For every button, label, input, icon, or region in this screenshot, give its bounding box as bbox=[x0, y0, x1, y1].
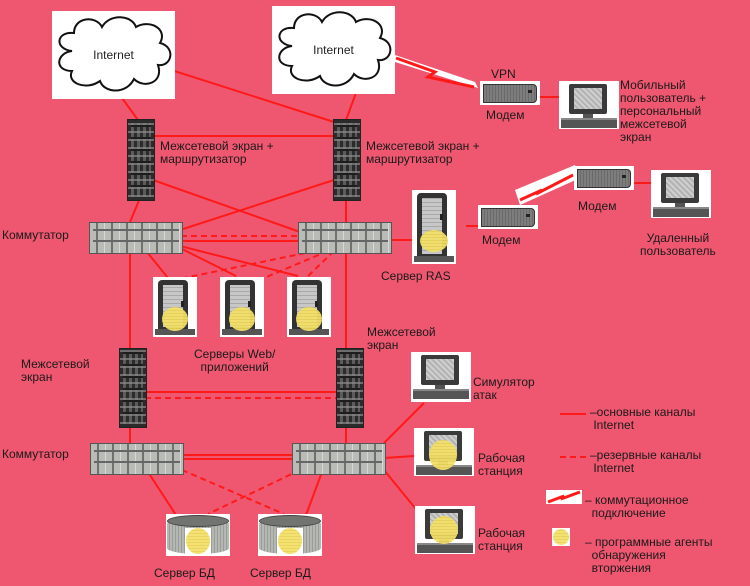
firewall-right-icon bbox=[336, 348, 364, 428]
dash-swr-db1 bbox=[207, 469, 301, 515]
link-sw-web2 bbox=[179, 247, 237, 277]
switched-connection-remote bbox=[515, 165, 580, 205]
link-sw-workstation2 bbox=[383, 469, 416, 509]
vpn-label: VPN bbox=[491, 67, 516, 81]
legend-intrusion-agents-label: – программные агенты обнаружения вторжен… bbox=[585, 535, 713, 575]
db-server-1-icon bbox=[166, 514, 230, 556]
intrusion-agent-icon bbox=[186, 528, 210, 554]
internet-label-2: Internet bbox=[313, 43, 354, 57]
firewall-router-left-label: Межсетевой экран + маршрутизатор bbox=[160, 139, 274, 166]
intrusion-agent-icon bbox=[430, 516, 458, 544]
intrusion-agent-icon bbox=[296, 307, 322, 331]
switched-connection-vpn bbox=[395, 55, 478, 89]
cloud-icon bbox=[58, 16, 172, 92]
ras-server-label: Сервер RAS bbox=[381, 269, 451, 283]
cloud-icon bbox=[278, 11, 392, 87]
ras-modem-label: Модем bbox=[482, 233, 521, 247]
remote-modem-icon bbox=[574, 166, 634, 190]
legend-dashed-line-icon bbox=[560, 456, 586, 458]
db-server-2-icon bbox=[258, 514, 322, 556]
workstation-2-label: Рабочая станция bbox=[478, 526, 525, 553]
dash-swr-web1 bbox=[183, 250, 316, 279]
firewall-router-right-label: Межсетевой экран + маршрутизатор bbox=[366, 139, 480, 166]
switch-top-right-icon bbox=[298, 222, 392, 254]
legend-solid-line-icon bbox=[560, 413, 586, 415]
attack-simulator-computer-icon bbox=[411, 352, 471, 402]
internet-cloud-1: Internet bbox=[52, 11, 175, 99]
vpn-modem-label: Модем bbox=[486, 108, 525, 122]
workstation-1-label: Рабочая станция bbox=[478, 451, 525, 478]
legend-backup-channels-label: –резервные каналы Internet bbox=[590, 448, 702, 475]
switch-bottom-label: Коммутатор bbox=[2, 447, 69, 461]
legend-switched-connection-label: – коммутационное подключение bbox=[585, 493, 689, 520]
switch-bottom-left-icon bbox=[90, 443, 184, 475]
firewall-left-label: Межсетевой экран bbox=[21, 357, 90, 384]
switch-top-left-icon bbox=[89, 222, 183, 254]
attack-simulator-label: Симулятор атак bbox=[473, 375, 535, 402]
db-server-2-label: Сервер БД bbox=[250, 566, 311, 580]
legend-intrusion-agent-icon bbox=[552, 528, 570, 546]
dash-swl-db2 bbox=[181, 469, 285, 515]
internet-cloud-2: Internet bbox=[272, 6, 395, 94]
workstation-1-computer-icon bbox=[414, 428, 474, 476]
firewall-router-left-icon bbox=[127, 119, 155, 201]
web-server-1-icon bbox=[153, 277, 197, 337]
vpn-modem-icon bbox=[480, 81, 540, 105]
link-internet1-fwr-left bbox=[121, 97, 139, 121]
web-servers-label: Серверы Web/ приложений bbox=[194, 347, 276, 374]
intrusion-agent-icon bbox=[278, 528, 302, 554]
link-sw-db2 bbox=[305, 471, 323, 516]
db-server-1-label: Сервер БД bbox=[154, 566, 215, 580]
switch-bottom-right-icon bbox=[292, 443, 386, 475]
firewall-router-right-icon bbox=[333, 119, 361, 201]
link-fwr-right-switch-left bbox=[179, 179, 335, 231]
dash-swr-web3 bbox=[305, 250, 335, 279]
mobile-user-computer-icon bbox=[559, 81, 619, 129]
internet-label-1: Internet bbox=[93, 48, 134, 62]
intrusion-agent-icon bbox=[420, 230, 448, 252]
remote-user-computer-icon bbox=[651, 170, 711, 218]
intrusion-agent-icon bbox=[162, 307, 188, 331]
link-sw-workstation1 bbox=[383, 455, 415, 459]
web-server-3-icon bbox=[287, 277, 331, 337]
ras-server-icon bbox=[412, 190, 456, 264]
firewall-right-label: Межсетевой экран bbox=[367, 325, 436, 352]
remote-user-label: Удаленный пользователь bbox=[640, 231, 716, 258]
web-server-2-icon bbox=[220, 277, 264, 337]
link-sw-web1 bbox=[146, 251, 169, 279]
legend-main-channels-label: –основные каналы Internet bbox=[590, 405, 696, 432]
link-sw-db1 bbox=[147, 471, 177, 516]
remote-modem-label: Модем bbox=[578, 199, 617, 213]
link-fwr-left-switch-right bbox=[152, 179, 301, 233]
legend-switched-connection-icon bbox=[546, 490, 582, 504]
link-fwr-left-switch-left bbox=[129, 197, 141, 223]
ras-modem-icon bbox=[478, 205, 538, 229]
switch-top-label: Коммутатор bbox=[2, 228, 69, 242]
firewall-left-icon bbox=[119, 348, 147, 428]
mobile-user-label: Мобильный пользователь + персональный ме… bbox=[620, 78, 707, 144]
link-sw-attack-sim bbox=[383, 402, 425, 444]
dash-swr-web2 bbox=[263, 250, 329, 279]
link-internet1-fwr-right bbox=[164, 67, 335, 123]
intrusion-agent-icon bbox=[429, 440, 457, 470]
intrusion-agent-icon bbox=[229, 307, 255, 331]
workstation-2-computer-icon bbox=[415, 506, 475, 554]
